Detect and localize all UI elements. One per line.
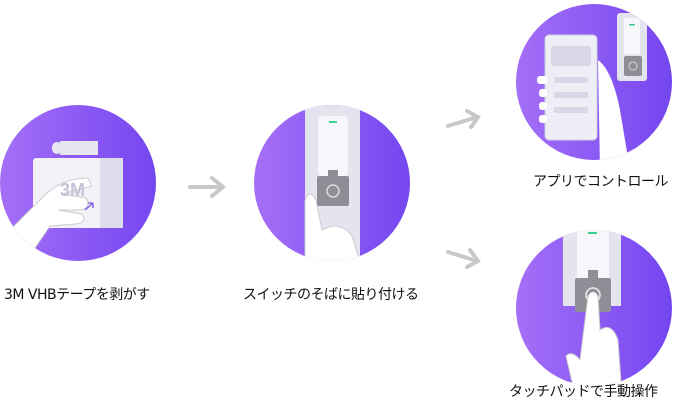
- step3-label: アプリでコントロール: [533, 174, 669, 190]
- led-indicator: [329, 121, 337, 123]
- step4-illustration: [516, 230, 672, 386]
- 3m-logo: 3M: [60, 180, 85, 200]
- step1-illustration: 3M: [0, 105, 156, 261]
- step2-illustration: [254, 105, 410, 261]
- step3-illustration: [516, 4, 672, 160]
- arrow-up-right-icon: [446, 109, 481, 129]
- arrow-right-icon: [188, 176, 227, 198]
- finger-hand: [565, 291, 623, 386]
- peel-arrow-icon: [84, 202, 94, 211]
- arrow-down-right-icon: [446, 248, 481, 269]
- touch-pad: [317, 176, 349, 206]
- step2-label: スイッチのそばに貼り付ける: [243, 287, 419, 303]
- step1-label: 3M VHBテープを剥がす: [4, 287, 150, 303]
- step4-label: タッチパッドで手動操作: [509, 384, 658, 400]
